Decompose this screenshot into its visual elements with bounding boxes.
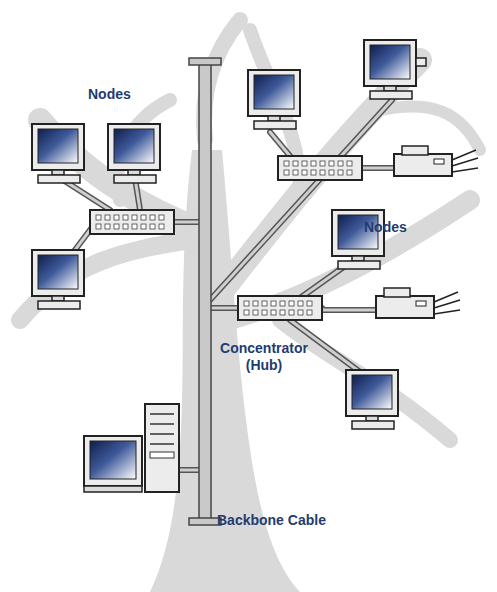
computer-symbol bbox=[364, 40, 416, 99]
computer-symbol bbox=[332, 210, 384, 269]
computer-symbol bbox=[248, 70, 300, 129]
hub-symbol bbox=[238, 296, 322, 320]
computer-symbol bbox=[346, 370, 398, 429]
server-symbol bbox=[84, 404, 179, 492]
hub-symbol bbox=[278, 156, 362, 180]
computer-symbol bbox=[32, 250, 84, 309]
hub-symbol bbox=[90, 210, 174, 234]
network-cable bbox=[60, 100, 400, 470]
backbone-label: Backbone Cable bbox=[217, 512, 357, 529]
printer-symbol bbox=[376, 288, 460, 318]
computer-symbol bbox=[108, 124, 160, 183]
printer-symbol bbox=[394, 146, 478, 176]
backbone-cable bbox=[189, 58, 221, 525]
computer-symbol bbox=[32, 124, 84, 183]
nodes-label: Nodes bbox=[88, 86, 168, 103]
hub-label: Concentrator (Hub) bbox=[214, 340, 314, 374]
tree-branches bbox=[20, 20, 480, 440]
nodes-label: Nodes bbox=[364, 219, 444, 236]
